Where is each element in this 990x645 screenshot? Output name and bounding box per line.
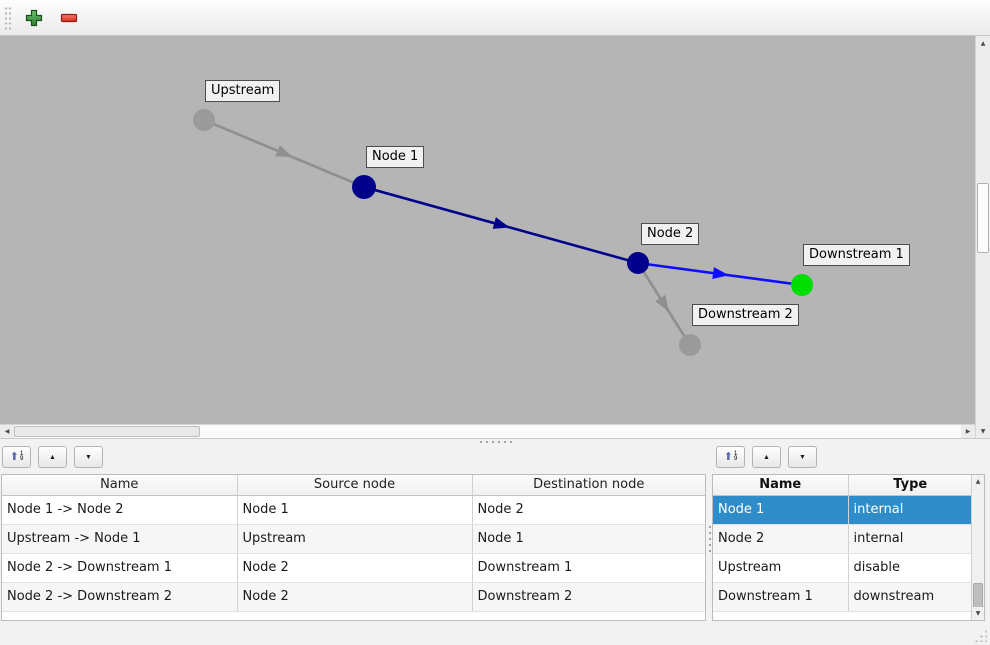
table-cell: Node 2 — [713, 524, 849, 554]
minus-icon — [60, 13, 78, 22]
status-bar — [0, 622, 990, 645]
move-up-button[interactable]: ▲ — [38, 446, 67, 468]
table-cell: Downstream 1 — [472, 553, 705, 583]
node-label[interactable]: Upstream — [205, 80, 281, 102]
column-header[interactable]: Name — [2, 475, 238, 496]
table-cell: downstream — [848, 582, 972, 612]
graph-node[interactable] — [193, 109, 215, 131]
splitter-grip-icon — [478, 440, 512, 444]
column-header[interactable]: Type — [848, 475, 972, 496]
edge-arrow-icon — [275, 145, 293, 157]
table-cell: Downstream 1 — [713, 582, 849, 612]
node-label[interactable]: Node 2 — [641, 223, 700, 245]
table-cell: Node 1 -> Node 2 — [2, 495, 238, 525]
toolbar-drag-handle[interactable] — [3, 4, 11, 31]
scroll-left-icon[interactable]: ◀ — [0, 425, 14, 438]
horizontal-scrollbar-thumb[interactable] — [14, 426, 200, 437]
table-cell: internal — [848, 495, 972, 525]
up-arrow-icon: ▲ — [49, 453, 56, 461]
remove-button[interactable] — [57, 6, 81, 30]
node-label[interactable]: Node 1 — [366, 146, 425, 168]
scroll-down-icon[interactable]: ▼ — [976, 424, 990, 438]
vertical-scrollbar-thumb[interactable] — [977, 183, 989, 253]
table-cell: Upstream — [237, 524, 473, 554]
table-cell: Node 1 — [237, 495, 473, 525]
table-cell: Upstream -> Node 1 — [2, 524, 238, 554]
window-resize-grip[interactable] — [974, 629, 987, 642]
table-cell: Node 2 -> Downstream 2 — [2, 582, 238, 612]
scroll-up-icon[interactable]: ▲ — [972, 475, 984, 488]
move-down-button[interactable]: ▼ — [788, 446, 817, 468]
table-cell: Node 2 — [472, 495, 705, 525]
graph-svg — [193, 109, 813, 356]
graph-horizontal-scrollbar[interactable]: ◀ ▶ — [0, 424, 975, 438]
edge-arrow-icon — [492, 217, 510, 229]
up-arrow-icon: ▲ — [763, 453, 770, 461]
edge-arrow-icon — [712, 267, 729, 279]
table-cell: Node 1 — [472, 524, 705, 554]
scroll-right-icon[interactable]: ▶ — [961, 425, 975, 438]
graph-node[interactable] — [679, 334, 701, 356]
graph-node[interactable] — [352, 175, 376, 199]
graph-node[interactable] — [627, 252, 649, 274]
graph-node[interactable] — [791, 274, 813, 296]
table-cell: Node 2 -> Downstream 1 — [2, 553, 238, 583]
nodes-table-scrollbar[interactable]: ▲ ▼ — [971, 475, 984, 620]
move-up-button[interactable]: ▲ — [752, 446, 781, 468]
down-arrow-icon: ▼ — [799, 453, 806, 461]
table-cell: Downstream 2 — [472, 582, 705, 612]
table-cell: Node 2 — [237, 553, 473, 583]
column-header[interactable]: Name — [713, 475, 849, 496]
move-down-button[interactable]: ▼ — [74, 446, 103, 468]
table-cell: internal — [848, 524, 972, 554]
node-label[interactable]: Downstream 1 — [803, 244, 910, 266]
edge-arrow-icon — [655, 294, 669, 312]
scroll-down-icon[interactable]: ▼ — [972, 607, 984, 620]
splitter-grip-icon — [708, 524, 712, 554]
horizontal-splitter[interactable] — [0, 438, 990, 446]
table-scrollbar-thumb[interactable] — [973, 583, 983, 608]
scroll-up-icon[interactable]: ▲ — [976, 36, 990, 50]
table-cell: Node 2 — [237, 582, 473, 612]
graph-vertical-scrollbar[interactable]: ▲ ▼ — [975, 36, 990, 438]
column-header[interactable]: Source node — [237, 475, 473, 496]
table-cell: disable — [848, 553, 972, 583]
node-label[interactable]: Downstream 2 — [692, 304, 799, 326]
main-toolbar — [0, 0, 990, 36]
column-header[interactable]: Destination node — [472, 475, 705, 496]
add-button[interactable] — [22, 6, 46, 30]
vertical-splitter[interactable] — [706, 446, 714, 622]
table-cell: Upstream — [713, 553, 849, 583]
table-cell: Node 1 — [713, 495, 849, 525]
plus-icon — [25, 9, 43, 26]
down-arrow-icon: ▼ — [85, 453, 92, 461]
